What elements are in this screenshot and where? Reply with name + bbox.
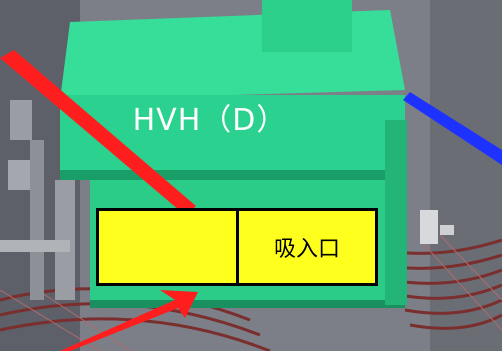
floor-grating <box>0 238 502 351</box>
unit-top <box>60 10 405 100</box>
blue-pointer <box>403 92 502 165</box>
intake-callout-left-cell <box>99 211 239 283</box>
left-equipment <box>0 100 75 300</box>
intake-label: 吸入口 <box>273 237 340 262</box>
red-pointer-top <box>0 50 196 216</box>
unit-label: HVH（D） <box>132 103 288 138</box>
intake-callout-box: 吸入口 <box>96 208 378 286</box>
unit-base <box>90 300 405 308</box>
right-wall <box>430 0 502 351</box>
unit-side <box>385 120 407 305</box>
right-equipment <box>420 210 454 244</box>
unit-front-upper <box>60 95 405 175</box>
red-pointer-bottom <box>60 290 198 351</box>
unit-seam <box>60 170 405 180</box>
unit-duct <box>262 0 352 52</box>
